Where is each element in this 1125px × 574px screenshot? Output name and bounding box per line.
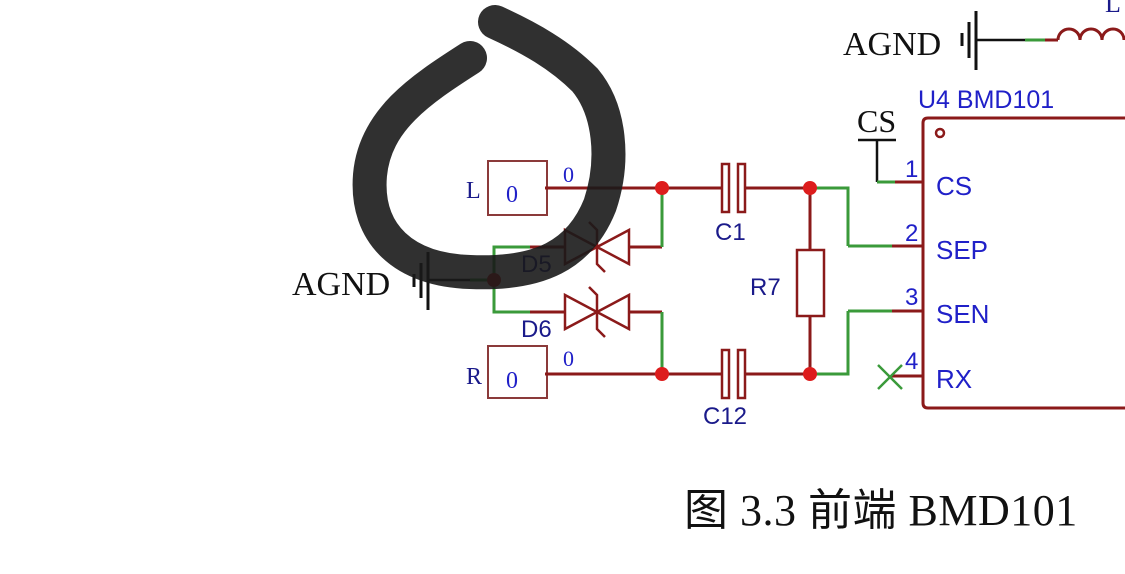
capacitor-c1: C1 <box>662 162 810 246</box>
svg-text:0: 0 <box>506 182 518 208</box>
svg-text:0: 0 <box>563 346 574 371</box>
pin1-indicator-icon <box>934 127 946 139</box>
no-connect-icon <box>877 364 903 390</box>
chip-title: U4 BMD101 <box>918 86 1054 114</box>
svg-text:RX: RX <box>936 364 972 394</box>
cs-net-label: CS <box>857 103 923 184</box>
agnd-label-top: AGND <box>843 26 941 63</box>
resistor-r7: R7 <box>750 188 826 374</box>
svg-text:4: 4 <box>905 348 918 375</box>
svg-text:L: L <box>466 178 481 204</box>
svg-text:3: 3 <box>905 284 918 311</box>
junction-dot <box>655 367 669 381</box>
svg-text:2: 2 <box>905 220 918 247</box>
wire-sen <box>810 311 850 376</box>
inductor-label: L <box>1105 0 1121 18</box>
chip-pin-4: 4 RX <box>877 348 972 394</box>
chip-u4-body <box>921 116 1125 410</box>
svg-text:AGND: AGND <box>292 266 390 303</box>
svg-text:R: R <box>466 364 482 390</box>
junction-dot <box>803 181 817 195</box>
svg-text:CS: CS <box>857 103 896 139</box>
wire-d6-left <box>492 280 530 314</box>
svg-text:1: 1 <box>905 156 918 183</box>
wire-sep <box>810 186 850 246</box>
inductor: L <box>1056 0 1125 41</box>
diode-d6: D6 <box>521 286 662 343</box>
capacitor-c12: C12 <box>662 348 810 430</box>
ground-symbol-top: AGND <box>843 11 1025 70</box>
figure-caption: 图 3.3 前端 BMD101 <box>684 486 1078 535</box>
chip-pin-1: 1 CS <box>905 156 972 201</box>
r7-label: R7 <box>750 274 781 301</box>
port-r: R 0 0 <box>466 345 574 399</box>
ink-annotation-circle <box>352 5 626 290</box>
svg-text:SEN: SEN <box>936 299 989 329</box>
c1-label: C1 <box>715 219 746 246</box>
svg-text:0: 0 <box>506 368 518 394</box>
d6-label: D6 <box>521 316 552 343</box>
junction-dot <box>803 367 817 381</box>
junction-dot <box>655 181 669 195</box>
c12-label: C12 <box>703 403 747 430</box>
chip-pin-3: 3 SEN <box>848 284 989 329</box>
chip-pin-2: 2 SEP <box>848 220 988 265</box>
svg-text:CS: CS <box>936 171 972 201</box>
svg-text:0: 0 <box>563 162 574 187</box>
svg-text:SEP: SEP <box>936 235 988 265</box>
